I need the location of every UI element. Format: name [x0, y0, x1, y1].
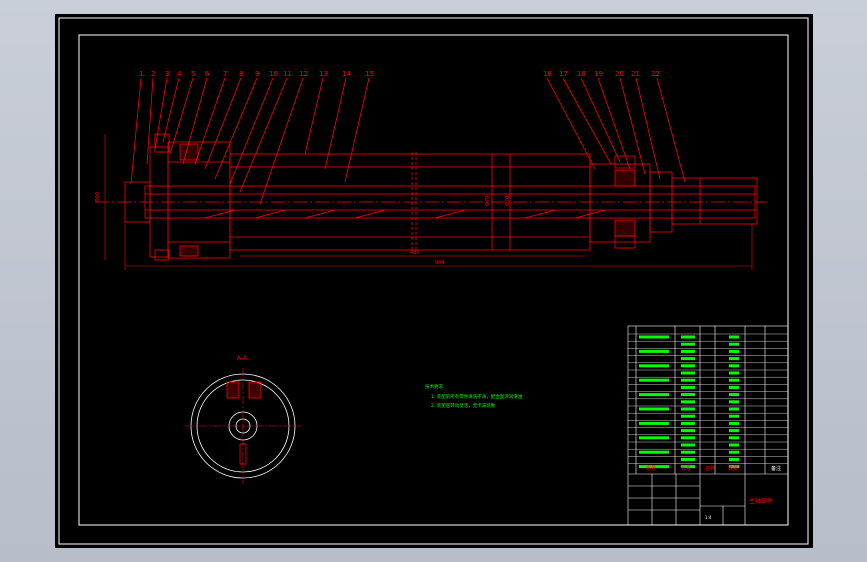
dim-overall: 904	[435, 260, 445, 266]
bom-header-remark: 备注	[771, 465, 781, 472]
bom-header-qty: 数量	[728, 465, 738, 472]
section-view	[185, 368, 301, 484]
bom-header-name: 名称	[705, 465, 715, 472]
callout-8: 8	[239, 70, 243, 78]
drawing-title: 主轴部件	[749, 497, 773, 505]
callout-12: 12	[299, 70, 308, 78]
callout-17: 17	[559, 70, 568, 78]
callout-20: 20	[615, 70, 624, 78]
outer-frame	[58, 17, 809, 545]
dim-center-1: Φ70	[485, 196, 491, 206]
callout-5: 5	[191, 70, 195, 78]
bom-fill	[639, 335, 739, 469]
section-label: A-A	[237, 355, 248, 362]
callout-22: 22	[651, 70, 660, 78]
bom-header-index: 序号	[646, 465, 656, 472]
dim-center-2: Φ70	[505, 196, 511, 206]
callout-21: 21	[631, 70, 640, 78]
bom-header-code: 代号	[681, 465, 691, 472]
callout-2: 2	[151, 70, 155, 78]
notes-heading: 技术要求	[425, 383, 443, 390]
callout-3: 3	[165, 70, 169, 78]
callout-18: 18	[577, 70, 586, 78]
inner-frame	[78, 34, 789, 526]
callout-19: 19	[594, 70, 603, 78]
callout-1: 1	[139, 70, 143, 78]
callout-13: 13	[319, 70, 328, 78]
callout-6: 6	[205, 70, 210, 78]
callout-16: 16	[543, 70, 552, 78]
cad-viewport[interactable]: 1 2 3 4 5 6 7 8 9 10 11 12 13 14 15 16 1…	[55, 14, 813, 548]
spindle-assembly	[95, 77, 767, 270]
callout-11: 11	[283, 70, 292, 78]
dim-inner: 486	[410, 250, 420, 256]
callout-4: 4	[177, 70, 182, 78]
callout-14: 14	[342, 70, 351, 78]
notes-line-2: 2. 装配后转动灵活，无卡滞现象	[431, 402, 496, 409]
callout-10: 10	[269, 70, 278, 78]
callout-7: 7	[223, 70, 227, 78]
notes-line-1: 1. 装配前所有零件清洗干净，配合面涂润滑油	[431, 393, 523, 400]
dim-height: Φ90	[95, 192, 101, 202]
drawing-scale: 1:4	[705, 515, 712, 520]
callout-9: 9	[255, 70, 259, 78]
bom-table	[627, 325, 789, 526]
callout-15: 15	[365, 70, 374, 78]
cad-drawing: 1 2 3 4 5 6 7 8 9 10 11 12 13 14 15 16 1…	[58, 17, 809, 545]
callout-labels: 1 2 3 4 5 6 7 8 9 10 11 12 13 14 15 16 1…	[139, 70, 660, 78]
bom-rows	[628, 333, 788, 464]
